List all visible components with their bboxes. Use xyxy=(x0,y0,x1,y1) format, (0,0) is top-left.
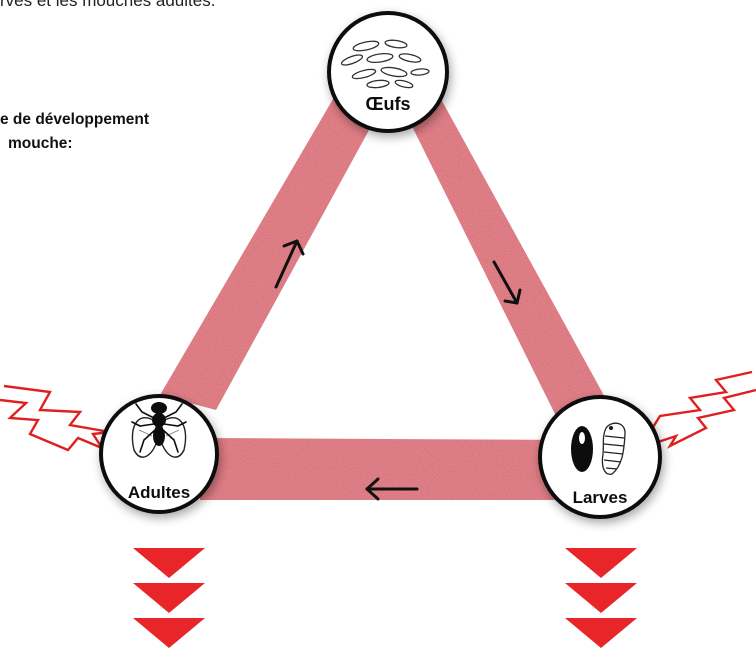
larva-icon xyxy=(601,422,626,475)
lightning-bolt-left xyxy=(0,384,111,452)
pupa-icon xyxy=(571,426,593,472)
chevrons-adults xyxy=(133,548,205,648)
node-eggs: Œufs xyxy=(327,11,449,133)
band-adults-to-eggs xyxy=(160,70,392,410)
node-adults: Adultes xyxy=(99,394,219,514)
chevron-triangle xyxy=(565,618,637,648)
band-eggs-to-larvae xyxy=(388,70,612,416)
chevron-triangle xyxy=(565,583,637,613)
chevron-triangle xyxy=(565,548,637,578)
node-larvae: Larves xyxy=(538,395,662,519)
node-label-adults: Adultes xyxy=(128,483,190,502)
cycle-bands xyxy=(160,70,612,500)
fly-icon xyxy=(131,402,187,458)
intro-text-fragment: rves et les mouches adultes. xyxy=(0,0,216,10)
chevrons-larvae xyxy=(565,548,637,648)
direction-arrows xyxy=(274,239,522,501)
left-arrow xyxy=(365,477,419,501)
cycle-title: e de développement mouche: xyxy=(0,108,149,156)
node-label-eggs: Œufs xyxy=(366,94,411,114)
cycle-title-line-1: e de développement xyxy=(0,111,150,128)
eggs-icon xyxy=(340,39,430,89)
up-right-arrow xyxy=(274,239,305,289)
chevron-triangle xyxy=(133,583,205,613)
cycle-title-line-2: mouche: xyxy=(8,135,73,152)
down-right-arrow xyxy=(492,260,522,305)
chevron-triangle xyxy=(133,618,205,648)
band-larvae-to-adults xyxy=(200,438,580,500)
node-label-larvae: Larves xyxy=(573,488,628,507)
chevron-triangle xyxy=(133,548,205,578)
